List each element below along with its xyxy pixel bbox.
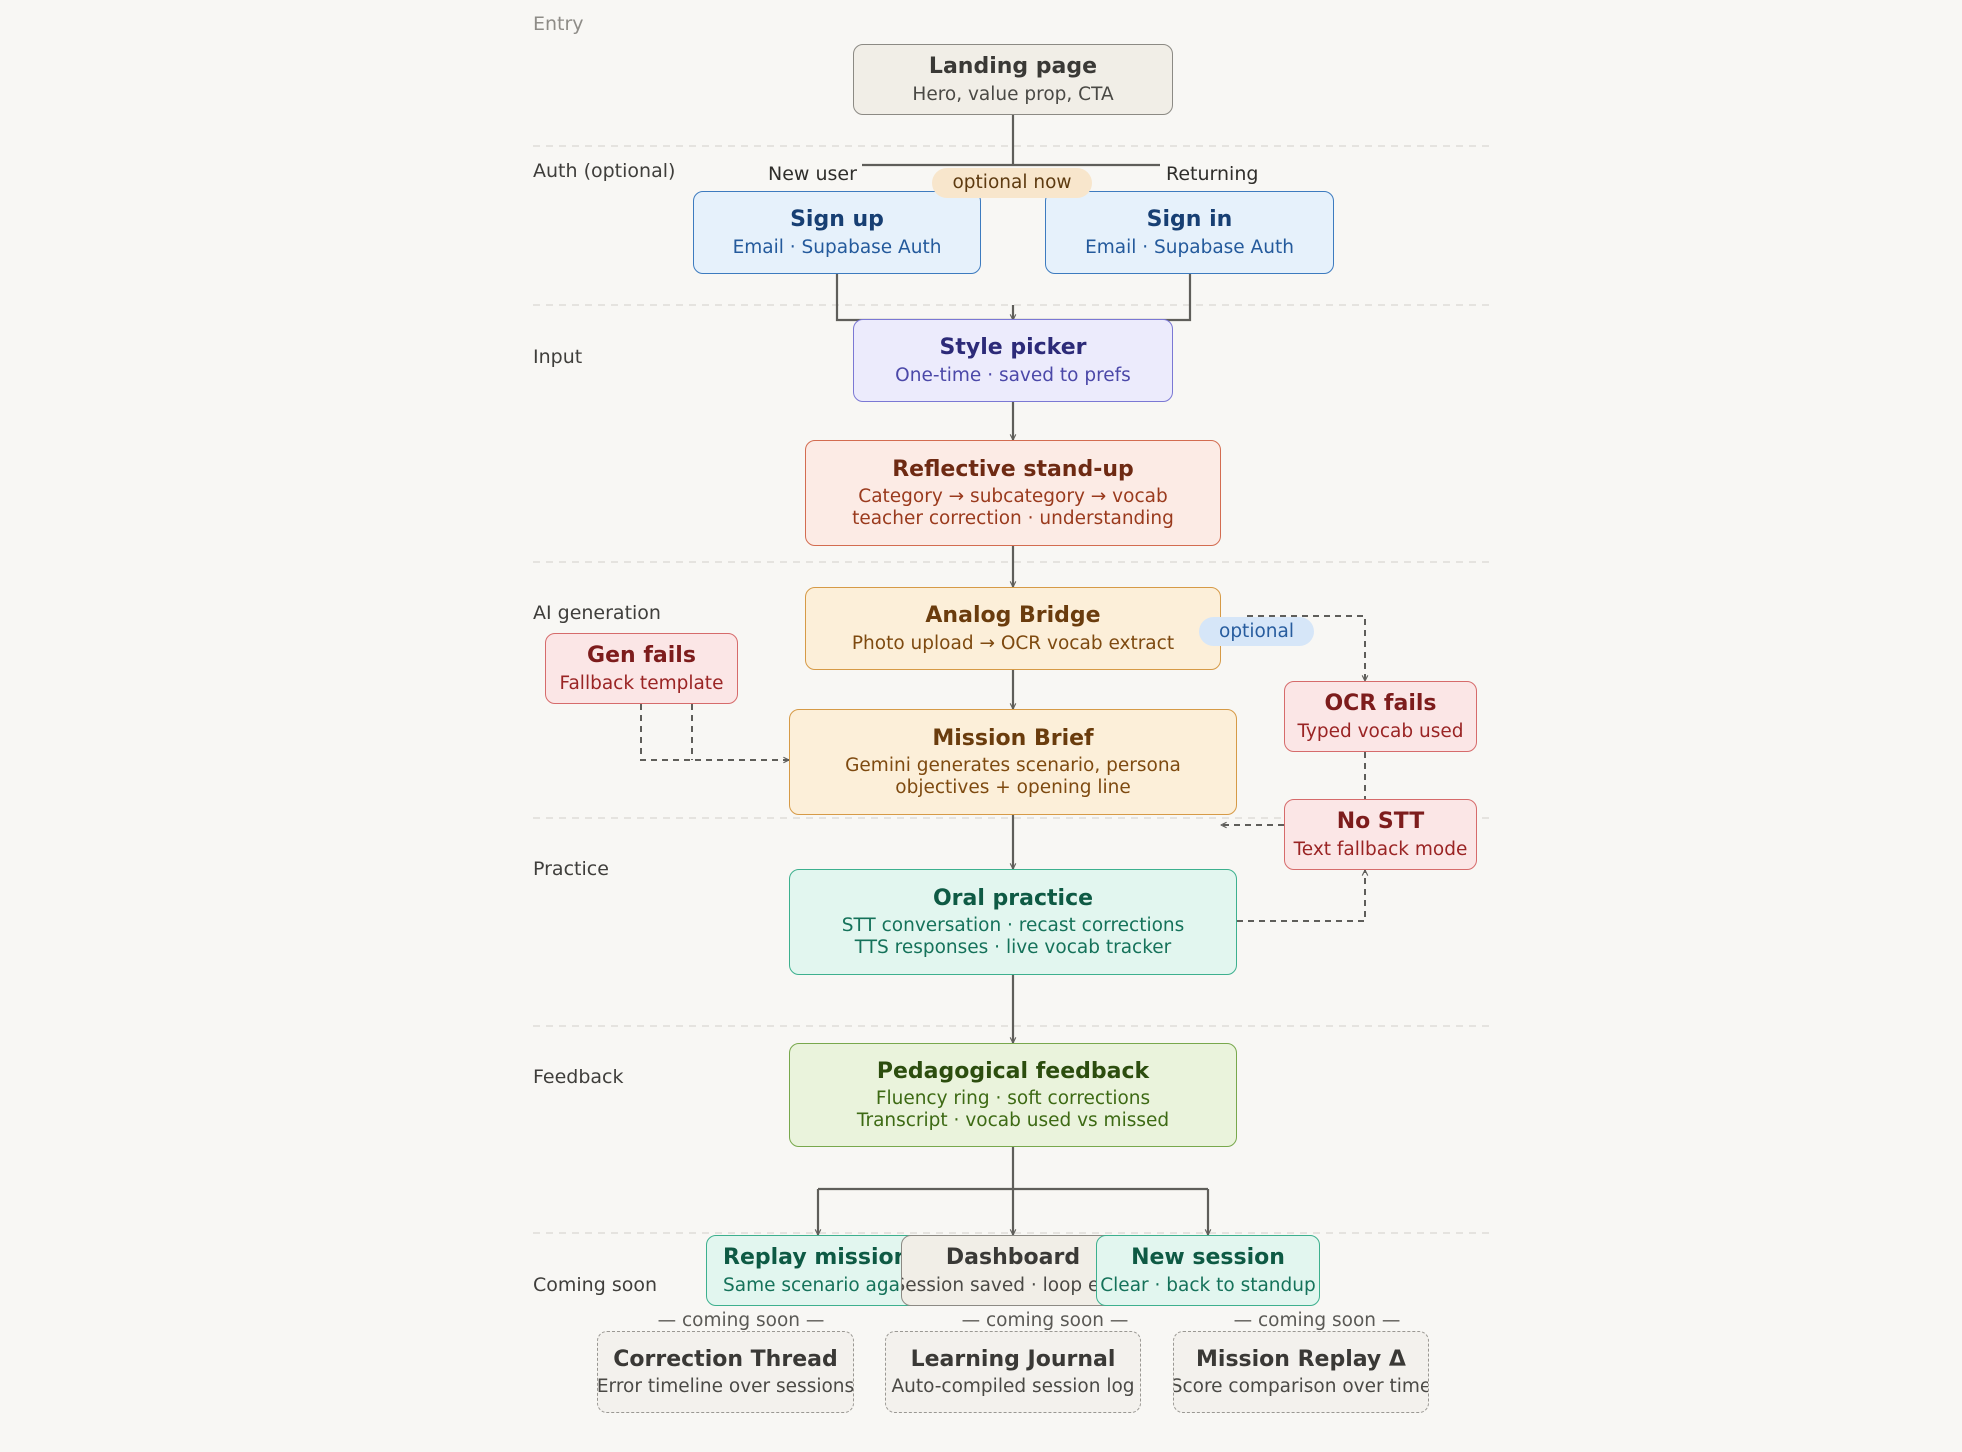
node-title: Mission Brief — [932, 725, 1094, 751]
node-title: Correction Thread — [613, 1346, 838, 1372]
node-title: Gen fails — [587, 643, 696, 669]
node-sign-up[interactable]: Sign up Email · Supabase Auth — [693, 191, 981, 274]
node-subtitle: Clear · back to standup — [1100, 1274, 1316, 1296]
node-subtitle: STT conversation · recast corrections — [841, 915, 1185, 937]
node-subtitle: objectives + opening line — [895, 777, 1131, 799]
node-subtitle: Photo upload → OCR vocab extract — [851, 632, 1175, 654]
node-subtitle: teacher correction · understanding — [852, 508, 1174, 530]
node-analog-bridge[interactable]: Analog Bridge Photo upload → OCR vocab e… — [805, 587, 1221, 670]
edge-gen-fails-to-mission — [640, 704, 789, 760]
node-subtitle: Fallback template — [559, 672, 724, 694]
node-landing-page[interactable]: Landing page Hero, value prop, CTA — [853, 44, 1173, 115]
node-new-session[interactable]: New session Clear · back to standup — [1096, 1235, 1320, 1306]
node-subtitle: TTS responses · live vocab tracker — [854, 937, 1172, 959]
node-style-picker[interactable]: Style picker One-time · saved to prefs — [853, 319, 1173, 402]
coming-soon-label-2: — coming soon — — [961, 1310, 1129, 1331]
node-subtitle: Error timeline over sessions — [597, 1376, 854, 1398]
node-title: Pedagogical feedback — [876, 1058, 1150, 1084]
node-title: Sign in — [1146, 207, 1233, 233]
node-subtitle: Auto-compiled session log — [891, 1376, 1135, 1398]
node-subtitle: Same scenario again — [723, 1274, 917, 1296]
node-subtitle: Text fallback mode — [1293, 838, 1468, 860]
node-title: OCR fails — [1324, 691, 1437, 717]
lane-label-entry: Entry — [533, 13, 584, 35]
node-oral-practice[interactable]: Oral practice STT conversation · recast … — [789, 869, 1237, 975]
lane-label-coming-soon: Coming soon — [533, 1274, 658, 1296]
node-no-stt[interactable]: No STT Text fallback mode — [1284, 799, 1477, 870]
edge-landing-branch — [862, 114, 1160, 167]
edge-label-new-user: New user — [768, 163, 857, 185]
node-title: Sign up — [790, 207, 884, 233]
node-title: Replay mission — [723, 1245, 910, 1271]
dashed-edges — [640, 615, 1365, 922]
badge-optional: optional — [1199, 617, 1314, 646]
node-title: Mission Replay Δ — [1196, 1346, 1406, 1372]
node-title: Dashboard — [945, 1245, 1081, 1271]
node-title: Learning Journal — [910, 1346, 1116, 1372]
node-title: New session — [1131, 1245, 1285, 1271]
lane-label-ai-generation: AI generation — [533, 602, 661, 624]
node-mission-brief[interactable]: Mission Brief Gemini generates scenario,… — [789, 709, 1237, 815]
node-subtitle: Fluency ring · soft corrections — [875, 1088, 1151, 1110]
coming-soon-label-1: — coming soon — — [657, 1310, 825, 1331]
node-title: No STT — [1336, 809, 1425, 835]
lane-label-feedback: Feedback — [533, 1066, 624, 1088]
node-title: Landing page — [928, 54, 1098, 80]
node-learning-journal: Learning Journal Auto-compiled session l… — [885, 1331, 1141, 1413]
node-subtitle: Hero, value prop, CTA — [912, 83, 1114, 105]
node-subtitle: Session saved · loop ends — [901, 1274, 1125, 1296]
node-title: Style picker — [939, 335, 1087, 361]
node-subtitle: Gemini generates scenario, persona — [845, 755, 1181, 777]
node-mission-replay-delta: Mission Replay Δ Score comparison over t… — [1173, 1331, 1429, 1413]
edge-oral-to-nostt — [1237, 870, 1365, 922]
node-ocr-fails[interactable]: OCR fails Typed vocab used — [1284, 681, 1477, 752]
node-subtitle: One-time · saved to prefs — [895, 364, 1131, 386]
node-subtitle: Category → subcategory → vocab — [858, 486, 1168, 508]
node-reflective-standup[interactable]: Reflective stand-up Category → subcatego… — [805, 440, 1221, 546]
node-title: Analog Bridge — [925, 603, 1101, 629]
solid-edges — [818, 114, 1208, 1235]
lane-label-input: Input — [533, 346, 583, 368]
node-pedagogical-feedback[interactable]: Pedagogical feedback Fluency ring · soft… — [789, 1043, 1237, 1147]
edge-feedback-split — [818, 1147, 1208, 1191]
node-subtitle: Email · Supabase Auth — [732, 236, 942, 258]
lane-label-practice: Practice — [533, 858, 609, 880]
node-subtitle: Score comparison over time — [1173, 1376, 1429, 1398]
node-title: Reflective stand-up — [892, 456, 1134, 482]
node-dashboard[interactable]: Dashboard Session saved · loop ends — [901, 1235, 1125, 1306]
node-sign-in[interactable]: Sign in Email · Supabase Auth — [1045, 191, 1334, 274]
node-subtitle: Email · Supabase Auth — [1085, 236, 1294, 258]
node-title: Oral practice — [932, 885, 1094, 911]
badge-optional-now: optional now — [932, 168, 1092, 198]
node-subtitle: Typed vocab used — [1297, 720, 1464, 742]
node-gen-fails[interactable]: Gen fails Fallback template — [545, 633, 738, 704]
coming-soon-label-3: — coming soon — — [1233, 1310, 1401, 1331]
node-subtitle: Transcript · vocab used vs missed — [856, 1110, 1170, 1132]
edge-label-returning: Returning — [1166, 163, 1259, 185]
node-correction-thread: Correction Thread Error timeline over se… — [597, 1331, 854, 1413]
lane-label-auth: Auth (optional) — [533, 160, 676, 182]
node-replay-mission[interactable]: Replay mission Same scenario again — [706, 1235, 930, 1306]
